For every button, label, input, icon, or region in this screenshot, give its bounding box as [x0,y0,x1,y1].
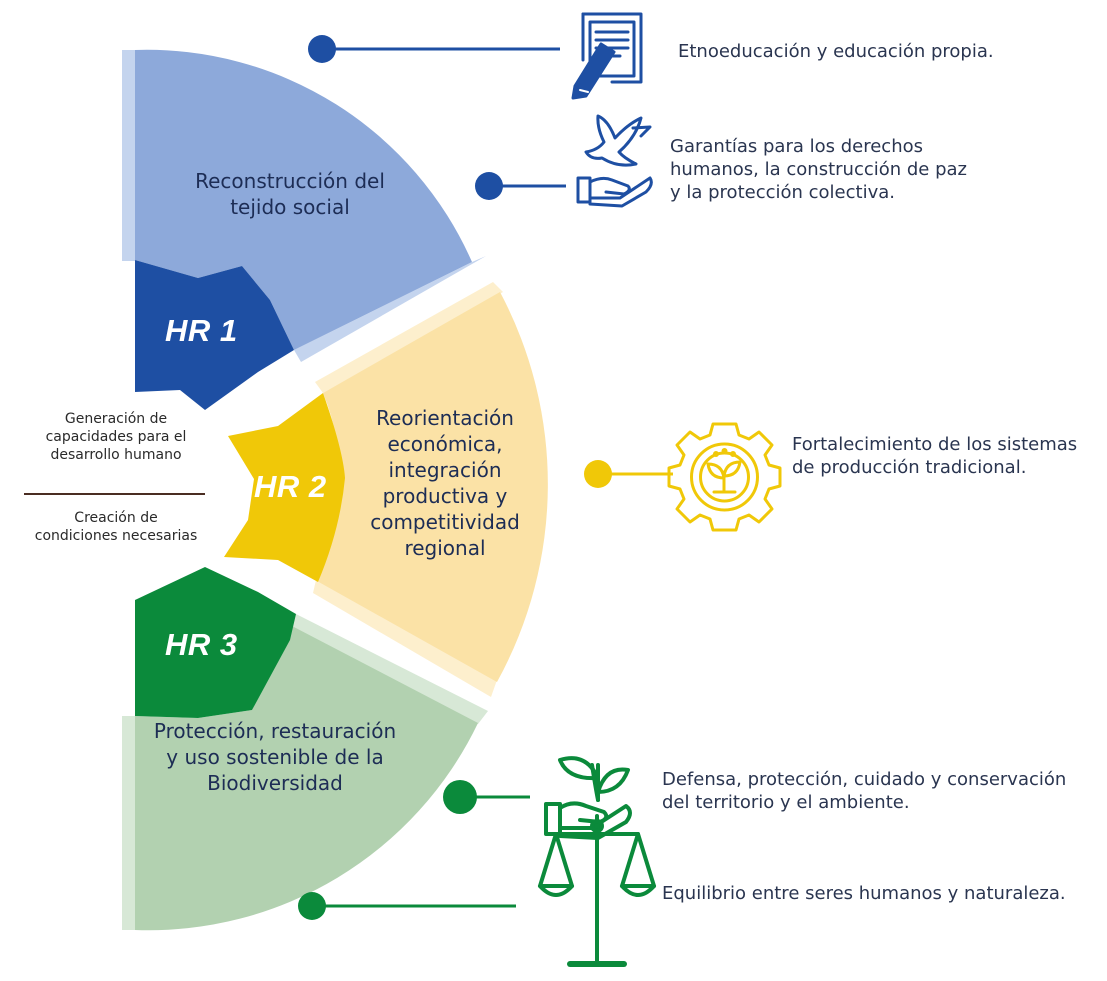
segment-hr2-band [315,282,503,393]
item-1-text: Etnoeducación y educación propia. [678,41,994,62]
connector-2 [475,172,566,200]
segment-hr3-accent [135,567,296,718]
connector-5 [298,892,516,920]
segment-hr2-accent [224,393,345,582]
item-5-text: Equilibrio entre seres humanos y natural… [662,883,1066,904]
connector-dot [475,172,503,200]
segment-hr2-title: Reorientación económica, integración pro… [370,406,520,560]
segment-hr1 [122,49,486,410]
segment-hr1-code: HR 1 [165,313,238,348]
segment-hr1-wedge [135,49,472,351]
segment-hr1-band [122,50,135,261]
segment-hr1-band-edge [294,256,486,362]
segment-hr3-title: Protección, restauración y uso sostenibl… [153,719,397,795]
segment-hr3-band [122,716,135,930]
connector-3 [584,460,673,488]
connector-dot [443,780,477,814]
item-3-text: Fortalecimiento de los sistemas de produ… [792,434,1078,478]
connector-dot [308,35,336,63]
balance-scale-icon [538,814,656,967]
gear-plant-icon [667,422,782,532]
segment-hr1-accent [135,260,294,410]
connector-4 [443,780,530,814]
segment-hr3-code: HR 3 [165,627,238,662]
segment-hr2 [224,282,548,697]
axis-upper-label: Generación de capacidades para el desarr… [45,411,187,463]
axis-lower-label: Creación de condiciones necesarias [34,510,198,544]
connector-1 [308,35,560,63]
document-pen-icon [571,12,643,100]
segment-hr2-band-low [313,580,497,697]
item-2-text: Garantías para los derechos humanos, la … [670,136,967,203]
connector-dot [584,460,612,488]
segment-hr3-wedge [135,626,478,931]
segment-hr3 [122,567,488,931]
plant-hand-icon [544,756,632,840]
segment-hr1-title: Reconstrucción del tejido social [195,169,385,219]
dove-hand-icon [576,114,653,208]
item-4-text: Defensa, protección, cuidado y conservac… [662,769,1067,813]
connector-dot [298,892,326,920]
segment-hr2-wedge [317,292,548,682]
segment-hr2-code: HR 2 [254,469,327,504]
segment-hr3-band-edge [290,614,488,724]
